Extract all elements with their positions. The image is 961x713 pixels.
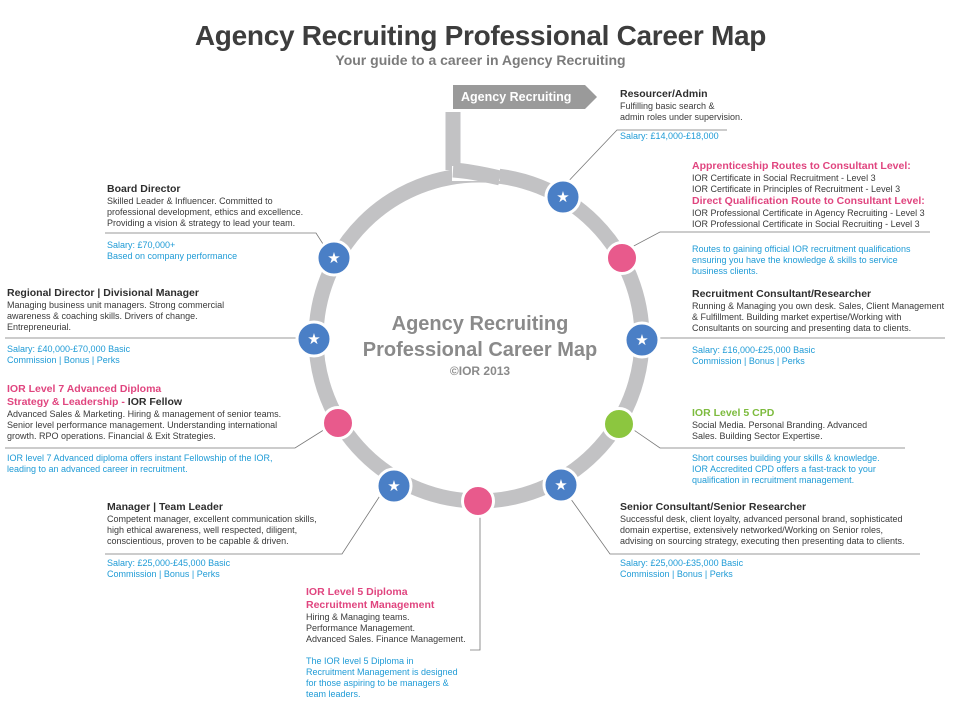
heading: Resourcer/Admin <box>620 88 708 100</box>
heading-fellow: IOR Fellow <box>127 396 183 408</box>
connector-manager <box>105 487 386 555</box>
diploma-note: The IOR level 5 Diploma in Recruitment M… <box>306 656 458 699</box>
node-consultant <box>623 321 661 359</box>
node-diploma5 <box>461 484 495 518</box>
heading-pink: IOR Level 7 Advanced Diploma Strategy & … <box>7 383 162 408</box>
node-level7 <box>321 406 355 440</box>
star-icon: ★ <box>554 476 567 494</box>
description: Managing business unit managers. Strong … <box>7 300 225 332</box>
connector-cpd <box>627 425 905 449</box>
connector-level7 <box>5 425 331 449</box>
description: Social Media. Personal Branding. Advance… <box>692 420 868 441</box>
heading-direct-route: Direct Qualification Route to Consultant… <box>692 195 925 207</box>
salary: Salary: £14,000-£18,000 <box>620 131 719 141</box>
salary: Salary: £16,000-£25,000 Basic Commission… <box>692 345 816 366</box>
salary: Salary: £70,000+ Based on company perfor… <box>107 240 238 261</box>
description: Advanced Sales & Marketing. Hiring & man… <box>7 409 282 441</box>
heading-apprenticeship: Apprenticeship Routes to Consultant Leve… <box>692 160 911 172</box>
center-title-line2: Professional Career Map <box>362 339 598 361</box>
block-board: Board Director Skilled Leader & Influenc… <box>107 183 322 262</box>
block-level7: IOR Level 7 Advanced Diploma Strategy & … <box>7 383 307 475</box>
start-tag: Agency Recruiting <box>453 85 597 109</box>
connector-diploma5 <box>470 515 481 651</box>
block-cpd: IOR Level 5 CPD Social Media. Personal B… <box>692 407 932 486</box>
heading: IOR Level 7 Advanced Diploma Strategy & … <box>7 383 307 409</box>
connector-apprenticeship <box>629 231 930 249</box>
salary: Salary: £25,000-£35,000 Basic Commission… <box>620 558 744 579</box>
description: Running & Managing you own desk. Sales, … <box>692 301 945 333</box>
heading: IOR Level 5 CPD <box>692 407 775 419</box>
node-senior <box>542 466 580 504</box>
connector-senior <box>562 487 920 555</box>
heading: Board Director <box>107 183 181 195</box>
description: Skilled Leader & Influencer. Committed t… <box>107 196 304 228</box>
description: Successful desk, client loyalty, advance… <box>620 514 905 546</box>
connector-resourcer <box>561 129 727 189</box>
star-icon: ★ <box>387 477 400 495</box>
page-title: Agency Recruiting Professional Career Ma… <box>194 20 767 51</box>
direct-route-list: IOR Professional Certificate in Agency R… <box>692 208 925 229</box>
center-title-line1: Agency Recruiting <box>391 313 569 335</box>
cpd-note: Short courses building your skills & kno… <box>692 453 880 485</box>
block-diploma5: IOR Level 5 Diploma Recruitment Manageme… <box>306 586 486 700</box>
routes-note: Routes to gaining official IOR recruitme… <box>692 244 911 276</box>
star-icon: ★ <box>327 249 340 267</box>
star-icon: ★ <box>556 188 569 206</box>
node-cpd <box>602 407 636 441</box>
block-regional: Regional Director | Divisional Manager M… <box>7 287 247 366</box>
block-consultant: Recruitment Consultant/Researcher Runnin… <box>692 288 960 367</box>
heading: IOR Level 5 Diploma Recruitment Manageme… <box>306 586 435 611</box>
node-manager <box>375 467 413 505</box>
apprenticeship-list: IOR Certificate in Social Recruitment - … <box>692 173 901 194</box>
ring-entry-curve <box>452 162 502 186</box>
fellowship-note: IOR level 7 Advanced diploma offers inst… <box>7 453 273 474</box>
description: Competent manager, excellent communicati… <box>107 514 317 546</box>
star-icon: ★ <box>635 331 648 349</box>
heading: Regional Director | Divisional Manager <box>7 287 199 299</box>
salary: Salary: £25,000-£45,000 Basic Commission… <box>107 558 231 579</box>
description: Hiring & Managing teams. Performance Man… <box>306 612 466 644</box>
node-resourcer <box>544 178 582 216</box>
center-copyright: ©IOR 2013 <box>449 364 511 378</box>
node-regional <box>295 320 333 358</box>
salary: Salary: £40,000-£70,000 Basic Commission… <box>7 344 131 365</box>
node-apprenticeship <box>605 241 639 275</box>
heading: Senior Consultant/Senior Researcher <box>620 501 807 513</box>
block-apprenticeship: Apprenticeship Routes to Consultant Leve… <box>692 160 957 277</box>
star-icon: ★ <box>307 330 320 348</box>
node-board <box>315 239 353 277</box>
heading: Manager | Team Leader <box>107 501 223 513</box>
block-manager: Manager | Team Leader Competent manager,… <box>107 501 347 580</box>
description: Fulfilling basic search & admin roles un… <box>620 101 743 122</box>
block-senior: Senior Consultant/Senior Researcher Succ… <box>620 501 940 580</box>
page-subtitle: Your guide to a career in Agency Recruit… <box>335 52 626 68</box>
block-resourcer: Resourcer/Admin Fulfilling basic search … <box>620 88 820 142</box>
heading: Recruitment Consultant/Researcher <box>692 288 872 300</box>
